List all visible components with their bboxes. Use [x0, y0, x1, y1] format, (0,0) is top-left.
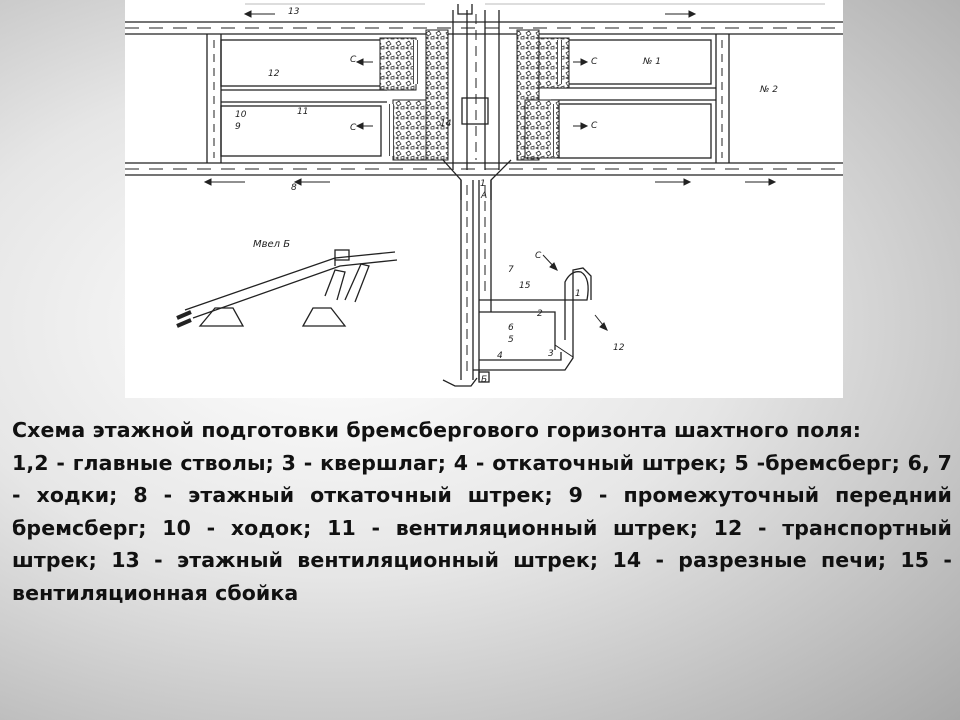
label-9: 9: [235, 122, 241, 132]
right-brake-incline: [715, 34, 730, 163]
face-left-upper: [413, 40, 418, 84]
label-12: 12: [268, 69, 280, 79]
label-section-b: Мвел Б: [253, 239, 290, 250]
caption: Схема этажной подготовки бремсбергового …: [12, 414, 952, 609]
label-4: 4: [497, 351, 503, 361]
drift-13-top: [125, 21, 843, 35]
label-c-right-top: С: [591, 57, 598, 67]
shaft-marker: [478, 371, 490, 383]
label-8: 8: [291, 183, 297, 193]
label-a: А: [480, 191, 487, 201]
right-middle-drift: [551, 87, 716, 101]
face-left-lower: [389, 104, 394, 156]
label-field-2: № 2: [759, 85, 778, 95]
airflow-arrows: [203, 10, 777, 358]
section-b-drawing: [176, 249, 398, 328]
left-upper-panel: [220, 39, 382, 87]
mine-scheme-figure: 13 12 11 10 9 8 14 1 7 6 5 4 3 2 15 1 № …: [125, 0, 843, 398]
pillar-left-upper: [379, 37, 417, 91]
caption-legend: 1,2 - главные стволы; 3 - квершлаг; 4 - …: [12, 450, 952, 605]
label-c-left-mid: С: [350, 123, 357, 133]
shaft-bottom: [442, 377, 478, 387]
label-5: 5: [508, 335, 514, 345]
label-2: 2: [537, 309, 543, 319]
label-c-right-mid: С: [591, 121, 598, 131]
right-lower-panel: [558, 103, 712, 159]
face-right-lower: [551, 104, 556, 156]
label-c-lower: С: [535, 251, 542, 261]
label-3: 3: [548, 349, 554, 359]
pillar-left-central: [425, 29, 449, 161]
left-middle-drift: [221, 89, 387, 103]
left-brake-incline: [206, 34, 222, 163]
label-1-shaft: 1: [575, 289, 581, 299]
label-1: 1: [480, 179, 486, 189]
caption-title: Схема этажной подготовки бремсбергового …: [12, 418, 862, 442]
left-lower-panel: [220, 105, 382, 157]
label-field-1: № 1: [642, 57, 661, 67]
central-incline: [452, 10, 500, 170]
funnel-left: [442, 159, 462, 200]
label-c12: 12: [613, 343, 625, 353]
label-6: 6: [508, 323, 514, 333]
label-14: 14: [440, 119, 452, 129]
ventilation-loop-15: [564, 271, 589, 301]
label-7: 7: [508, 265, 514, 275]
label-11: 11: [297, 107, 308, 117]
pillar-right-upper: [538, 37, 570, 89]
label-c-left-top: С: [350, 55, 357, 65]
label-15: 15: [519, 281, 531, 291]
label-b: Б: [481, 375, 487, 385]
face-right-upper: [557, 40, 562, 84]
mine-scheme-drawing: 13 12 11 10 9 8 14 1 7 6 5 4 3 2 15 1 № …: [125, 3, 843, 387]
label-10: 10: [235, 110, 247, 120]
drift-8-bottom: [125, 162, 843, 176]
incline-top-head: [457, 4, 473, 15]
lower-inclines: [460, 180, 492, 380]
label-13: 13: [288, 7, 300, 17]
funnel-right: [490, 159, 512, 200]
pillar-left-lower: [392, 99, 430, 161]
